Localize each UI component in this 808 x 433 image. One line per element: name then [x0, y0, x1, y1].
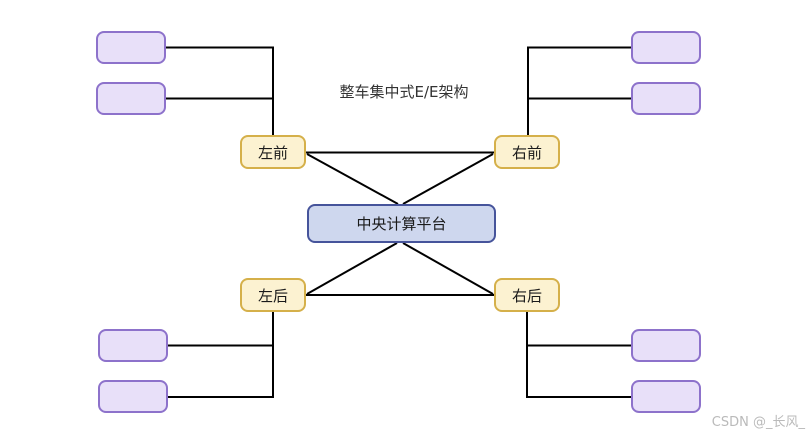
ecu-node-front-left-2 — [96, 82, 166, 115]
ecu-node-rear-left-2 — [98, 380, 168, 413]
zone-node-rear-right: 右后 — [494, 278, 560, 312]
zone-label-front-right: 右前 — [511, 143, 542, 162]
zone-label-front-left: 左前 — [257, 143, 288, 162]
edge-fr-central — [402, 153, 494, 205]
zone-node-front-left: 左前 — [240, 135, 306, 169]
edge-fl-central — [306, 153, 399, 205]
zone-label-rear-left: 左后 — [257, 286, 288, 305]
ecu-node-rear-left-1 — [98, 329, 168, 362]
ecu-node-front-left-1 — [96, 31, 166, 64]
central-platform-label: 中央计算平台 — [356, 215, 447, 233]
ecu-node-rear-right-1 — [631, 329, 701, 362]
edge-central-rr — [402, 242, 494, 295]
zone-label-rear-right: 右后 — [511, 286, 542, 305]
ecu-node-front-right-2 — [631, 82, 701, 115]
ecu-node-rear-right-2 — [631, 380, 701, 413]
zone-node-front-right: 右前 — [494, 135, 560, 169]
central-platform-node: 中央计算平台 — [307, 204, 496, 243]
watermark: CSDN @_长风_ — [711, 415, 805, 430]
diagram-title: 整车集中式E/E架构 — [339, 83, 469, 101]
ecu-node-front-right-1 — [631, 31, 701, 64]
edge-central-rl — [306, 242, 398, 295]
zone-node-rear-left: 左后 — [240, 278, 306, 312]
